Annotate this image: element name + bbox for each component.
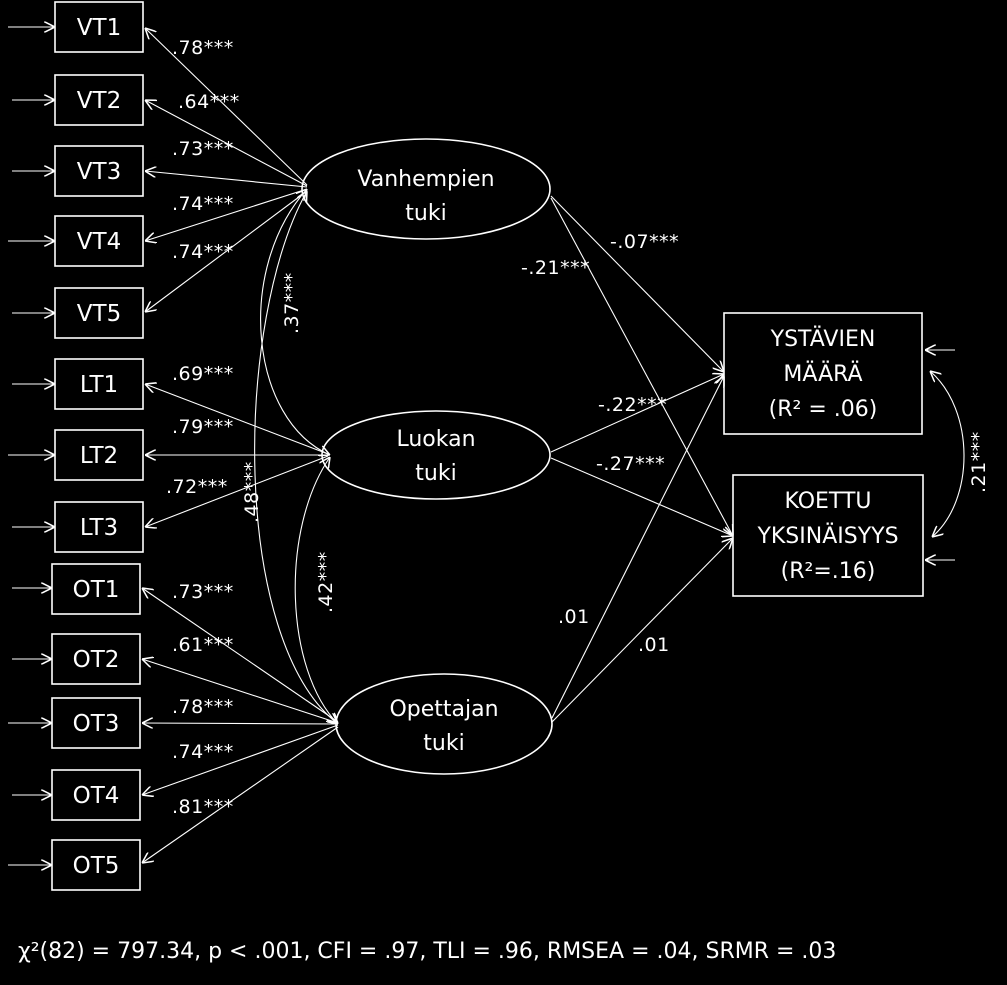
latent-label-luokan-2: tuki [415,461,456,486]
indicator-label-vt3: VT3 [77,159,121,185]
latent-label-luokan-1: Luokan [396,427,475,452]
indicator-box-vt2 [54,74,144,126]
indicator-label-vt5: VT5 [77,301,121,327]
loading-label-lt3: .72*** [166,476,228,498]
latent-ellipses [301,138,553,775]
indicator-box-lt1 [54,358,144,410]
loading-labels: .78*** .64*** .73*** .74*** .74*** .69**… [166,37,240,818]
latent-label-vanhempien-1: Vanhempien [357,167,494,192]
loading-label-vt4: .74*** [172,193,234,215]
indicator-box-vt5 [54,287,144,339]
loading-label-vt1: .78*** [172,37,234,59]
indicator-box-lt3 [54,501,144,553]
outcome-label-koettu-2: YKSINÄISYYS [756,523,898,549]
loading-label-vt2: .64*** [178,91,240,113]
indicator-label-lt3: LT3 [80,515,118,541]
loading-arrow-ot3 [142,723,339,724]
loading-label-ot1: .73*** [172,581,234,603]
loading-label-vt5: .74*** [172,241,234,263]
loading-arrow-vt5 [145,190,308,312]
model-fit-statistics: χ²(82) = 797.34, p < .001, CFI = .97, TL… [18,939,836,964]
structural-paths [550,195,733,723]
path-labels: -.07*** -.21*** -.22*** -.27*** .01 .01 [521,231,679,656]
correlation-labels: .37*** .48*** .42*** .21*** [241,272,990,613]
indicator-label-lt2: LT2 [80,443,118,469]
loading-label-vt3: .73*** [172,138,234,160]
loading-label-ot5: .81*** [172,796,234,818]
outcome-boxes [723,312,924,597]
loading-label-ot4: .74*** [172,741,234,763]
path-lt-ystavien [550,374,724,453]
path-ot-koettu [551,538,733,723]
outcome-label-koettu-3: (R²=.16) [781,559,876,584]
indicator-label-lt1: LT1 [80,372,118,398]
indicator-label-vt1: VT1 [77,15,121,41]
correlation-label-vt-ot: .48*** [241,461,263,523]
indicator-label-vt4: VT4 [77,229,121,255]
indicator-box-ot2 [51,633,141,685]
loading-arrow-vt2 [145,100,308,187]
outcome-labels: YSTÄVIEN MÄÄRÄ (R² = .06) KOETTU YKSINÄI… [756,326,898,584]
loading-label-ot3: .78*** [172,696,234,718]
indicator-label-ot2: OT2 [73,647,120,673]
latent-label-opettajan-1: Opettajan [389,697,498,722]
indicator-label-ot5: OT5 [73,853,120,879]
indicator-boxes [51,1,144,891]
indicator-box-lt2 [54,429,144,481]
latent-labels: Vanhempien tuki Luokan tuki Opettajan tu… [357,167,498,756]
correlation-curve-vt-ot [254,191,338,724]
indicator-box-ot1 [51,563,141,615]
path-label-vt-koettu: -.21*** [521,257,590,279]
path-vt-koettu [550,197,733,536]
indicator-box-vt1 [54,1,144,53]
indicator-label-ot3: OT3 [73,711,120,737]
loading-label-lt2: .79*** [172,416,234,438]
indicator-box-vt3 [54,145,144,197]
loading-arrow-vt1 [145,28,308,186]
outcome-label-ystavien-2: MÄÄRÄ [783,361,862,387]
path-label-lt-ystavien: -.22*** [598,394,667,416]
latent-correlation-curves [254,189,338,724]
outcome-residuals [925,350,965,560]
indicator-box-ot3 [51,697,141,749]
indicator-box-ot5 [51,839,141,891]
correlation-label-vt-lt: .37*** [281,272,303,334]
correlation-curve-lt-ot [294,457,338,724]
outcome-label-ystavien-1: YSTÄVIEN [770,326,876,352]
indicator-label-ot4: OT4 [73,783,120,809]
latent-label-vanhempien-2: tuki [405,201,446,226]
loading-arrow-ot5 [142,726,339,863]
path-ot-ystavien [551,376,724,719]
path-label-lt-koettu: -.27*** [596,453,665,475]
indicator-error-arrows [8,27,55,865]
path-label-ot-ystavien: .01 [558,606,590,628]
outcome-label-ystavien-3: (R² = .06) [769,397,878,422]
correlation-label-lt-ot: .42*** [315,551,337,613]
indicator-label-ot1: OT1 [73,577,120,603]
indicator-labels: VT1 VT2 VT3 VT4 VT5 LT1 LT2 LT3 OT1 OT2 … [73,15,122,879]
indicator-label-vt2: VT2 [77,88,121,114]
loading-arrow-vt3 [145,171,308,188]
latent-ellipse-opettajan [335,673,553,775]
path-vt-ystavien [550,195,724,372]
path-label-vt-ystavien: -.07*** [610,231,679,253]
latent-label-opettajan-2: tuki [423,731,464,756]
correlation-label-outcomes: .21*** [968,431,990,493]
indicator-box-vt4 [54,215,144,267]
loading-label-lt1: .69*** [172,363,234,385]
loading-arrow-ot4 [142,724,339,795]
path-lt-koettu [550,457,733,536]
indicator-box-ot4 [51,769,141,821]
outcome-label-koettu-1: KOETTU [784,489,871,514]
loading-arrow-vt4 [145,188,308,241]
correlation-curve-outcomes [930,371,965,537]
loading-label-ot2: .61*** [172,634,234,656]
path-label-ot-koettu: .01 [638,634,670,656]
